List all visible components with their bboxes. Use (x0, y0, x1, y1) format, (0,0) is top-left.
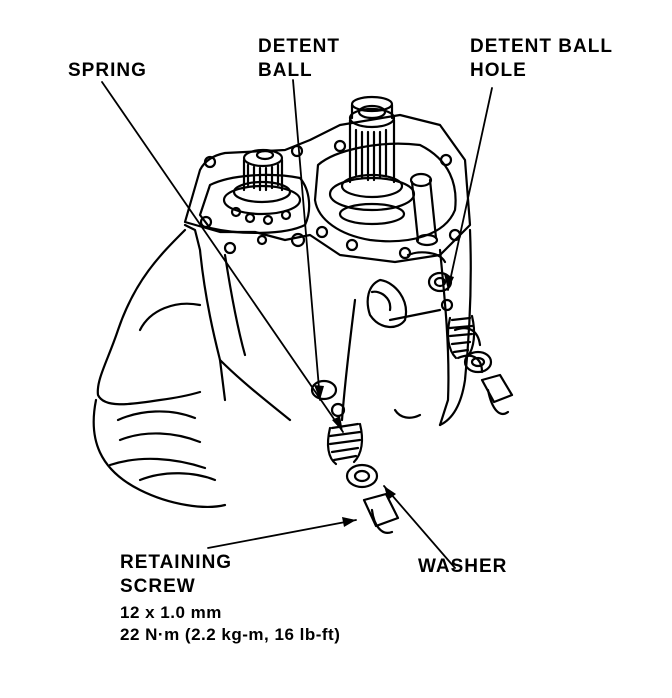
washer-leader (383, 485, 456, 569)
detent-ball-leader (292, 79, 321, 401)
right-exploded-parts (440, 298, 514, 416)
detent-ball-hole-leader (447, 87, 493, 291)
washer-label: WASHER (418, 556, 508, 577)
spring-label: SPRING (68, 60, 147, 81)
retaining-screw-torque: 22 N·m (2.2 kg-m, 16 lb-ft) (120, 625, 341, 644)
detent-ball-label-line2: BALL (258, 60, 313, 81)
retaining-screw-label-line2: SCREW (120, 576, 196, 597)
case-main-housing (183, 223, 484, 427)
case-left-housing (92, 228, 227, 508)
detent-ball-arrowhead (314, 385, 324, 400)
spring-arrowhead (332, 416, 343, 432)
detent-ball-hole-label-line2: HOLE (470, 60, 527, 81)
left-exploded-parts (310, 379, 400, 534)
case-top-flange (183, 113, 472, 264)
washer-arrowhead (384, 486, 396, 500)
retaining-screw-arrowhead (342, 517, 356, 527)
detent-ball-label-line1: DETENT (258, 36, 340, 57)
retaining-screw-leader (207, 519, 357, 549)
left-shaft (222, 148, 302, 226)
retaining-screw-size: 12 x 1.0 mm (120, 603, 222, 622)
detent-ball-hole-arrowhead (444, 274, 454, 290)
retaining-screw-label-line1: RETAINING (120, 552, 233, 573)
detent-ball-hole-label-line1: DETENT BALL (470, 36, 613, 57)
shift-rod (406, 172, 447, 264)
spring-leader (101, 81, 344, 433)
